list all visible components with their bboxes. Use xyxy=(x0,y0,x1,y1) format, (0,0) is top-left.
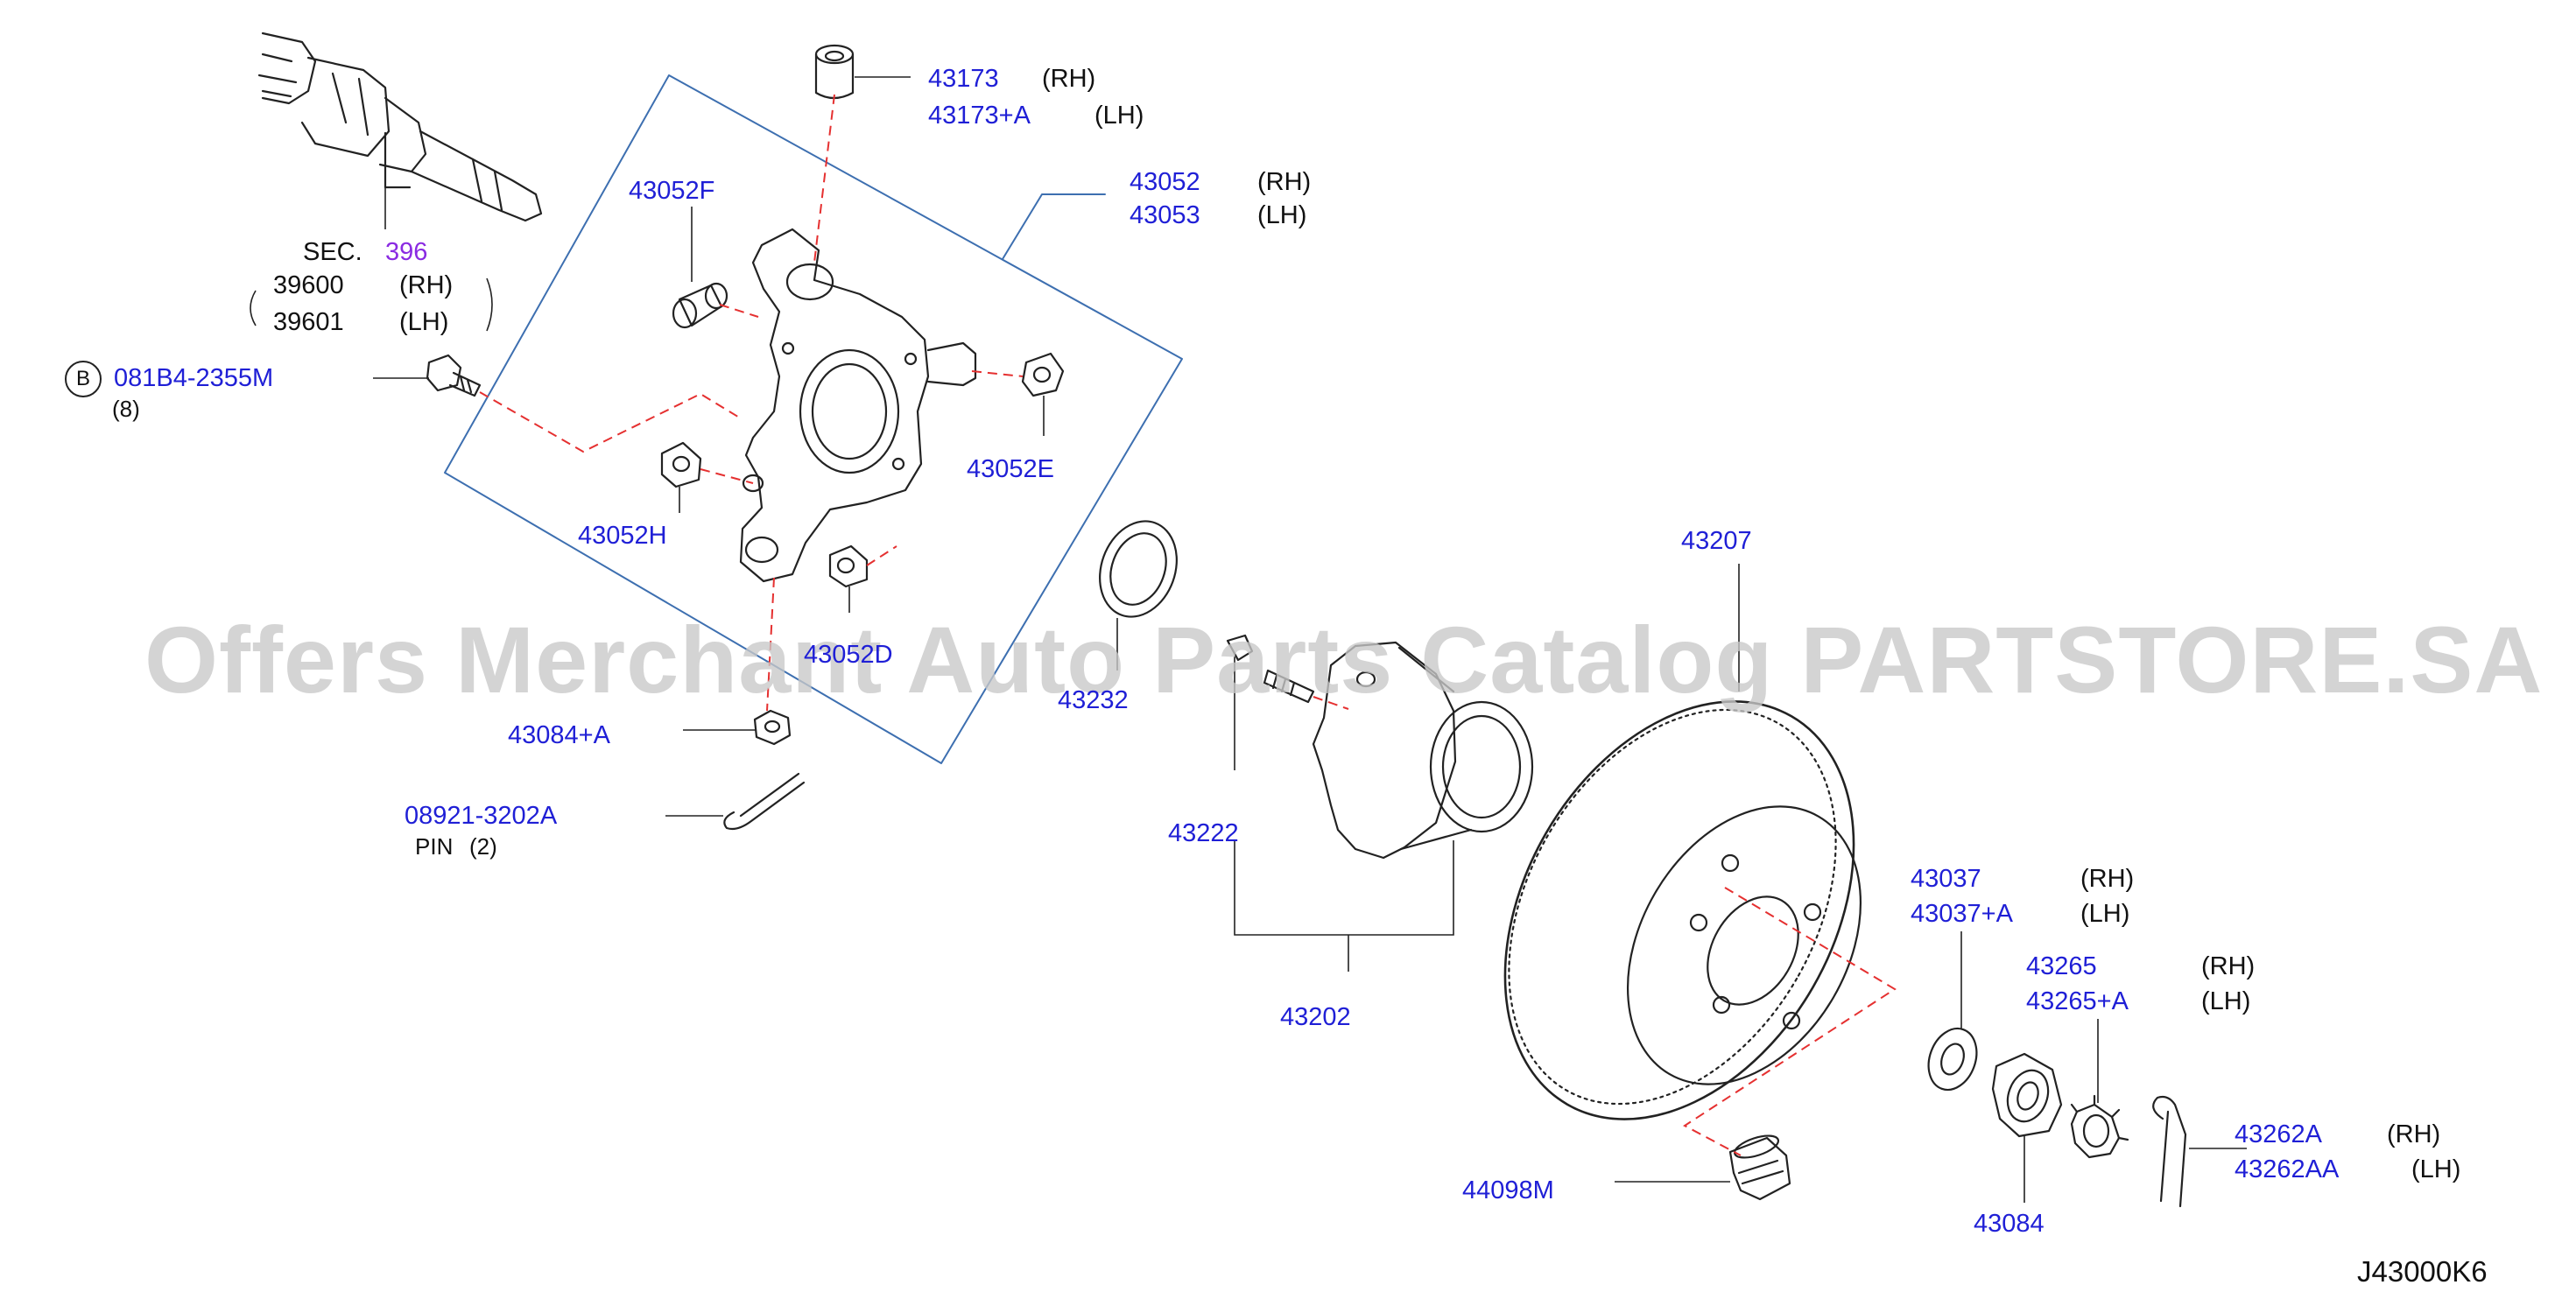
callout-39600-side: (RH) xyxy=(399,271,454,299)
callout-43202[interactable]: 43202 xyxy=(1280,1003,1351,1031)
leader-lines xyxy=(250,76,2247,1203)
hub-bearing-43202[interactable] xyxy=(1312,641,1534,860)
callout-43037[interactable]: 43037 xyxy=(1911,865,1981,893)
cotter-pin-08921-3202a[interactable] xyxy=(723,772,806,831)
hub-stud-43222[interactable] xyxy=(1226,634,1315,704)
callout-081b4-2355m-qty: (8) xyxy=(112,396,140,422)
callout-43052f[interactable]: 43052F xyxy=(629,177,715,205)
callout-43265[interactable]: 43265 xyxy=(2026,952,2097,980)
callout-39600[interactable]: 39600 xyxy=(273,271,344,299)
callout-43084[interactable]: 43084 xyxy=(1974,1210,2045,1238)
callout-43037-side: (RH) xyxy=(2080,865,2135,893)
bushing-43173[interactable] xyxy=(814,44,855,100)
callout-43265a[interactable]: 43265+A xyxy=(2026,987,2129,1015)
steering-knuckle[interactable] xyxy=(739,228,977,583)
pin-qty: (2) xyxy=(469,833,497,860)
callout-43173[interactable]: 43173 xyxy=(928,65,999,93)
callout-43173-side: (RH) xyxy=(1042,65,1096,93)
callout-43052[interactable]: 43052 xyxy=(1130,168,1200,196)
pin-label: PIN xyxy=(415,833,454,860)
section-ref-label: SEC. xyxy=(303,238,362,266)
bushing-43052e[interactable] xyxy=(1021,352,1065,397)
callout-43052e[interactable]: 43052E xyxy=(967,455,1054,483)
brake-rotor-43207[interactable] xyxy=(1434,639,1925,1181)
callout-43053-side: (LH) xyxy=(1257,201,1307,229)
plug-44098m[interactable] xyxy=(1728,1131,1791,1201)
callout-43053[interactable]: 43053 xyxy=(1130,201,1200,229)
callout-39601-side: (LH) xyxy=(399,308,449,336)
callout-43173a[interactable]: 43173+A xyxy=(928,102,1031,130)
washer-43037[interactable] xyxy=(1920,1022,1984,1096)
callout-43173a-side: (LH) xyxy=(1094,102,1144,130)
callout-44098m[interactable]: 44098M xyxy=(1462,1176,1554,1204)
bolt-marker-b: B xyxy=(65,361,102,397)
callout-43037a-side: (LH) xyxy=(2080,900,2130,928)
bolt-081b4-2355m[interactable] xyxy=(426,354,482,397)
callout-08921-3202a[interactable]: 08921-3202A xyxy=(405,802,558,830)
callout-43207[interactable]: 43207 xyxy=(1681,527,1752,555)
nut-43084a[interactable] xyxy=(753,709,792,746)
bushing-43052d[interactable] xyxy=(828,544,869,588)
callout-43262aa-side: (LH) xyxy=(2411,1155,2461,1183)
callout-43052h[interactable]: 43052H xyxy=(578,522,667,550)
callout-43037a[interactable]: 43037+A xyxy=(1911,900,2013,928)
nut-cap-43265[interactable] xyxy=(2070,1094,2129,1159)
seal-43232[interactable] xyxy=(1087,510,1189,628)
callout-43052-side: (RH) xyxy=(1257,168,1312,196)
callout-43052d[interactable]: 43052D xyxy=(804,641,893,669)
callout-43265a-side: (LH) xyxy=(2201,987,2251,1015)
watermark: Offers Merchant Auto Parts Catalog PARTS… xyxy=(144,607,2544,713)
callout-43232[interactable]: 43232 xyxy=(1058,686,1129,714)
hub-nut-43084[interactable] xyxy=(1991,1052,2063,1138)
diagram-code: J43000K6 xyxy=(2357,1255,2488,1288)
callout-39601[interactable]: 39601 xyxy=(273,308,344,336)
bushing-43052h[interactable] xyxy=(660,441,702,488)
section-ref-number[interactable]: 396 xyxy=(385,238,428,266)
callout-43262aa[interactable]: 43262AA xyxy=(2235,1155,2340,1183)
callout-43084a[interactable]: 43084+A xyxy=(508,721,610,749)
bushing-43052f[interactable] xyxy=(672,282,728,329)
callout-43222[interactable]: 43222 xyxy=(1168,819,1239,847)
cotter-pin-43262a[interactable] xyxy=(2152,1095,2187,1208)
callout-081b4-2355m[interactable]: 081B4-2355M xyxy=(114,364,274,392)
knuckle-assembly-frame xyxy=(444,74,1183,764)
callout-43262a-side: (RH) xyxy=(2387,1120,2441,1148)
callout-43265-side: (RH) xyxy=(2201,952,2256,980)
drive-shaft[interactable] xyxy=(257,32,543,222)
assembly-relation-lines xyxy=(479,94,1897,1156)
callout-43262a[interactable]: 43262A xyxy=(2235,1120,2322,1148)
